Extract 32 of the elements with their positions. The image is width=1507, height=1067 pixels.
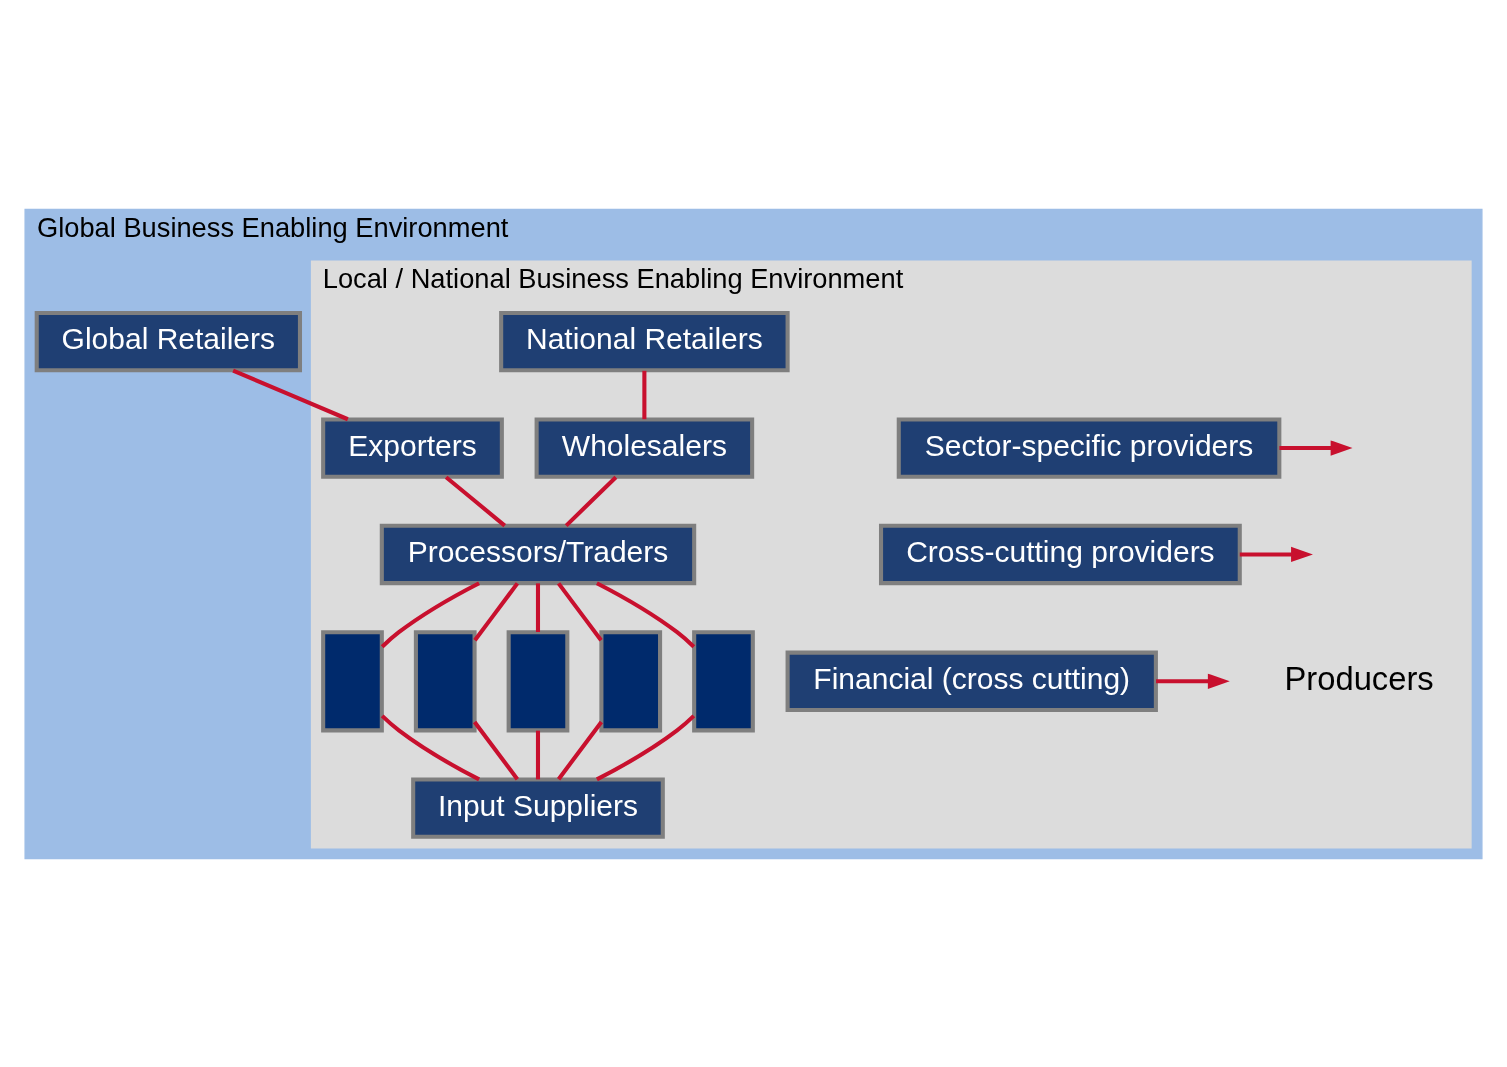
connector	[473, 581, 520, 641]
connector	[472, 720, 519, 780]
connector	[564, 475, 618, 527]
node-box: Sector-specific providers	[896, 416, 1282, 479]
node-box	[506, 629, 570, 732]
connector	[556, 581, 603, 641]
connector	[535, 582, 541, 632]
arrow	[1279, 439, 1353, 456]
connector	[535, 730, 541, 779]
connector	[380, 713, 481, 781]
node-box	[413, 629, 477, 732]
connector	[557, 720, 604, 780]
connector	[232, 368, 349, 421]
node-box: Input Suppliers	[411, 776, 665, 839]
connector	[380, 580, 481, 648]
node-box: Wholesalers	[534, 416, 755, 479]
node-box: National Retailers	[499, 310, 790, 372]
label: Producers	[1284, 659, 1434, 697]
node-box	[321, 629, 384, 732]
node-box: Processors/Traders	[379, 523, 697, 585]
connector	[595, 580, 696, 648]
connector	[642, 370, 647, 419]
connector	[444, 475, 506, 527]
node-box	[692, 629, 755, 732]
arrow	[1156, 673, 1230, 689]
arrow	[1239, 546, 1313, 562]
node-box: Exporters	[321, 416, 504, 479]
node-box: Financial (cross cutting)	[785, 650, 1158, 712]
node-box: Global Retailers	[34, 310, 302, 372]
node-box	[599, 629, 663, 732]
node-box: Cross-cutting providers	[879, 523, 1242, 585]
connector	[595, 713, 696, 781]
